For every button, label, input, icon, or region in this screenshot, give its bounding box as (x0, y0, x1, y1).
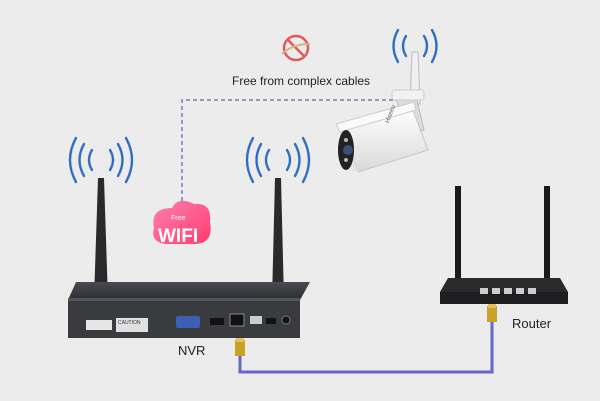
ethernet-cable (238, 322, 494, 374)
wifi-badge-icon: Free WIFI (153, 200, 211, 247)
nvr-device (68, 282, 310, 338)
wifi-signal-icon (392, 28, 438, 64)
cables-annotation: Free from complex cables (232, 74, 371, 88)
wifi-signal-icon (68, 136, 134, 184)
router-label: Router (512, 316, 552, 331)
dashed-wifi-link (181, 99, 400, 208)
wifi-badge-small-text: Free (171, 215, 186, 222)
rj45-plug-nvr (235, 336, 245, 356)
no-cable-icon (281, 34, 311, 62)
wifi-badge-large-text: WIFI (158, 226, 198, 247)
rj45-plug-router (487, 302, 497, 322)
nvr-caution-label: CAUTION (118, 320, 141, 326)
bullet-camera (335, 89, 429, 173)
router-device (440, 186, 568, 304)
nvr-label: NVR (178, 343, 206, 358)
wifi-signal-icon (245, 136, 311, 184)
